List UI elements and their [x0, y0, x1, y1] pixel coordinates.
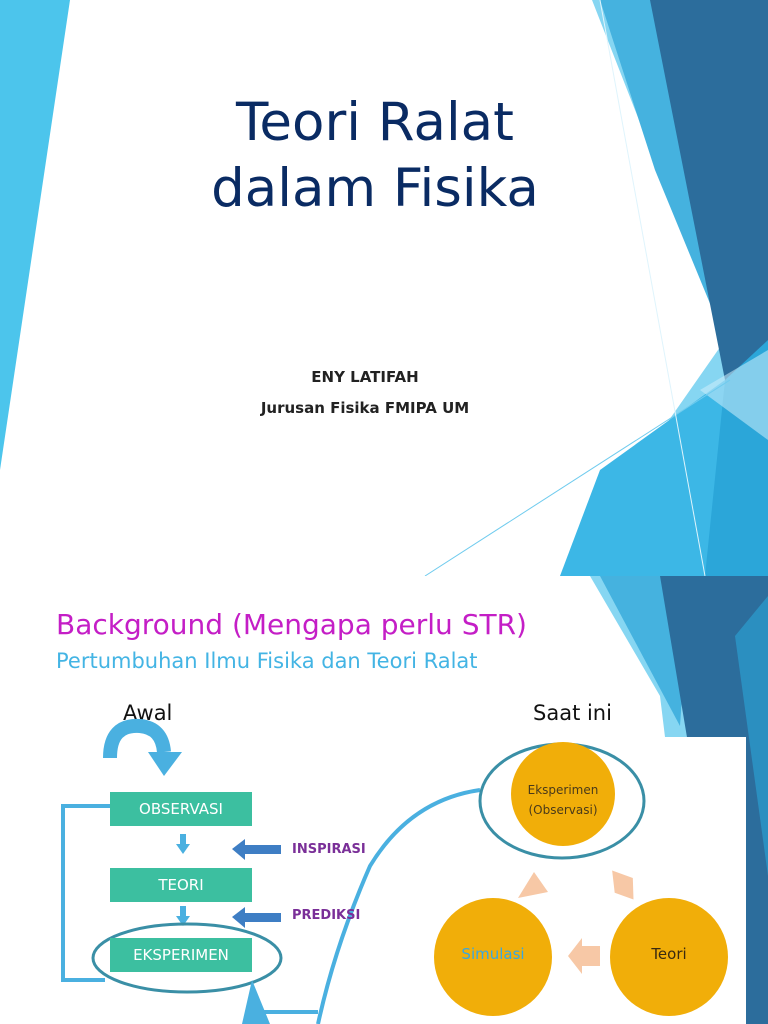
slide-subheading: Pertumbuhan Ilmu Fisika dan Teori Ralat [56, 649, 478, 673]
eksperimen-circle: Eksperimen (Observasi) [511, 742, 615, 846]
saat-ini-label: Saat ini [533, 701, 612, 725]
teori-box: TEORI [110, 868, 252, 902]
presentation-title: Teori Ralat dalam Fisika [150, 90, 600, 222]
title-line-2: dalam Fisika [211, 158, 539, 219]
observasi-box: OBSERVASI [110, 792, 252, 826]
prediksi-note: PREDIKSI [292, 908, 361, 923]
slide-heading: Background (Mengapa perlu STR) [56, 608, 527, 641]
author-affiliation: Jurusan Fisika FMIPA UM [260, 399, 470, 417]
eksperimen-circle-line-2: (Observasi) [528, 803, 598, 817]
simulasi-label: Simulasi [461, 945, 525, 963]
author-block: ENY LATIFAH Jurusan Fisika FMIPA UM [200, 362, 530, 424]
eksperimen-box: EKSPERIMEN [110, 938, 252, 972]
inspirasi-note: INSPIRASI [292, 842, 366, 857]
title-line-1: Teori Ralat [236, 92, 514, 153]
eksperimen-circle-line-1: Eksperimen [527, 783, 599, 797]
teori-circle-label: Teori [651, 945, 687, 963]
simulasi-circle: Simulasi [434, 898, 552, 1016]
teori-circle: Teori [610, 898, 728, 1016]
title-slide: Teori Ralat dalam Fisika ENY LATIFAH Jur… [0, 0, 768, 576]
background-slide: Background (Mengapa perlu STR) Pertumbuh… [0, 576, 768, 1024]
author-name: ENY LATIFAH [311, 368, 419, 386]
slide-decoration [0, 0, 768, 576]
